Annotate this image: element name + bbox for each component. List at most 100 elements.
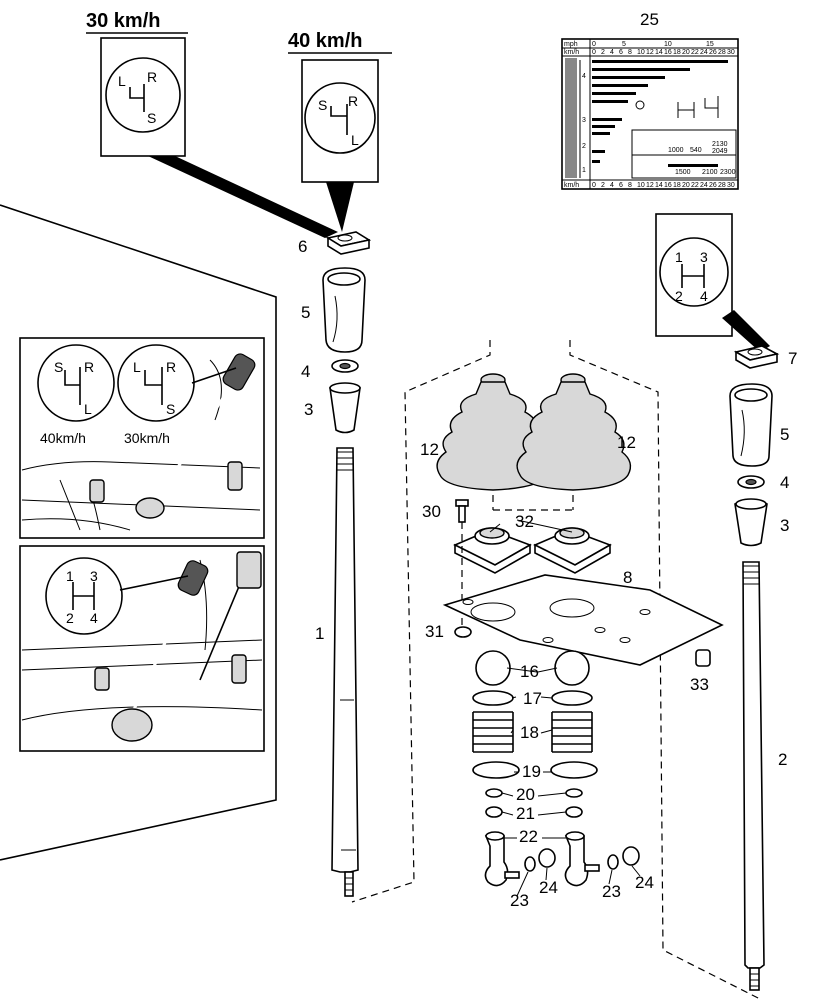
part-label-18: 18: [520, 723, 539, 742]
bolt-30: [455, 499, 469, 523]
pattern-30-S: S: [147, 110, 156, 126]
decal-scale-tick: 14: [655, 49, 663, 56]
decal-scale-tick: km/h: [564, 182, 579, 189]
decal-scale-tick: 20: [682, 49, 690, 56]
decal-scale-tick: 18: [673, 182, 681, 189]
decal-text: 2130: [712, 141, 728, 148]
ball-right: [554, 650, 590, 686]
part-label-16: 16: [520, 662, 539, 681]
part-label-19: 19: [522, 762, 541, 781]
washer-19-left: [472, 761, 520, 779]
decal-text: 0: [592, 41, 596, 48]
pointer-range-card: [722, 310, 770, 352]
part-label-12-right: 12: [617, 433, 636, 452]
part-label-17: 17: [523, 689, 542, 708]
decal-scale-tick: 30: [727, 182, 735, 189]
decal-scale-tick: 6: [619, 49, 623, 56]
inset-frame: [0, 204, 277, 861]
decal-scale-tick: 24: [700, 182, 708, 189]
decal-text: 1500: [675, 169, 691, 176]
part-label-22: 22: [519, 827, 538, 846]
pattern-40-R: R: [348, 93, 358, 109]
decal-text: 10: [664, 41, 672, 48]
decal-scale-tick: 12: [646, 182, 654, 189]
decal-text: 540: [690, 147, 702, 154]
part-label-24-left: 24: [539, 878, 558, 897]
decal-scale-tick: 0: [592, 182, 596, 189]
rubber-boot-right: [516, 373, 632, 491]
inset-top-R1: R: [84, 359, 94, 375]
part-label-7: 7: [788, 349, 797, 368]
decal-scale-tick: 22: [691, 182, 699, 189]
part-label-12-left: 12: [420, 440, 439, 459]
speed-30-heading: 30 km/h: [86, 10, 160, 32]
range-4: 4: [700, 288, 708, 304]
decal-text: 3: [582, 117, 586, 124]
part-label-4-left: 4: [301, 362, 310, 381]
decal-scale-tick: 10: [637, 182, 645, 189]
washer-19-right: [550, 761, 598, 779]
part-label-33: 33: [690, 675, 709, 694]
inset-photo-top: S R L L R S 40km/h 30km/h: [19, 337, 265, 539]
range-1: 1: [675, 249, 683, 265]
decal-scale-tick: 20: [682, 182, 690, 189]
part-label-5-left: 5: [301, 303, 310, 322]
decal-scale-tick: 8: [628, 49, 632, 56]
inset-top-S2: S: [166, 401, 175, 417]
flange-right: [533, 527, 612, 574]
speed-40-heading: 40 km/h: [288, 30, 362, 52]
decal-text: 15: [706, 41, 714, 48]
inset-photo-bottom: 1 3 2 4: [19, 545, 265, 752]
decal-scale-tick: 28: [718, 49, 726, 56]
decal-text: 2100: [702, 169, 718, 176]
range-2: 2: [675, 288, 683, 304]
shift-card-40kmh: S R L: [301, 59, 379, 183]
decal-text: 4: [582, 73, 586, 80]
decal-text: 2300: [720, 169, 736, 176]
inset-bottom-3: 3: [90, 568, 98, 584]
decal-text: 2: [582, 143, 586, 150]
part-label-24-right: 24: [635, 873, 654, 892]
decal-scale-tick: 10: [637, 49, 645, 56]
inset-bottom-1: 1: [66, 568, 74, 584]
decal-scale-tick: 24: [700, 49, 708, 56]
decal-scale-tick: 0: [592, 49, 596, 56]
left-lever-assembly: [322, 231, 372, 897]
inset-top-L2: L: [133, 359, 141, 375]
pattern-30-L: L: [118, 73, 126, 89]
decal-text: 2049: [712, 148, 728, 155]
part-labels: 25 6 5 4 3 1 7 5 4 3 2 12 12 30 32 8 31 …: [298, 10, 797, 910]
inset-caption-30: 30km/h: [124, 430, 170, 446]
part-label-3-left: 3: [304, 400, 313, 419]
inset-top-L1: L: [84, 401, 92, 417]
inset-top-S: S: [54, 359, 63, 375]
inset-top-R2: R: [166, 359, 176, 375]
pattern-30-R: R: [147, 69, 157, 85]
spacer-33: [695, 649, 711, 667]
shift-card-range: 1 3 2 4: [655, 213, 733, 337]
part-label-8: 8: [623, 568, 632, 587]
decal-scale-tick: 8: [628, 182, 632, 189]
decal-scale-tick: 4: [610, 182, 614, 189]
part-label-25: 25: [640, 10, 659, 29]
decal-scale-tick: 28: [718, 182, 726, 189]
inset-caption-40: 40km/h: [40, 430, 86, 446]
decal-scale-tick: 2: [601, 49, 605, 56]
decal-scale-tick: 30: [727, 49, 735, 56]
range-3: 3: [700, 249, 708, 265]
decal-scale-tick: 22: [691, 49, 699, 56]
decal-scale-tick: 26: [709, 182, 717, 189]
decal-scale-tick: 18: [673, 49, 681, 56]
decal-scale-tick: 2: [601, 182, 605, 189]
part-label-6: 6: [298, 237, 307, 256]
decal-text: 5: [622, 41, 626, 48]
part-label-23-left: 23: [510, 891, 529, 910]
decal-scale-tick: 4: [610, 49, 614, 56]
ring-17-right: [551, 690, 593, 706]
inset-bottom-2: 2: [66, 610, 74, 626]
decal-text: 1000: [668, 147, 684, 154]
right-lever-assembly: [729, 345, 780, 991]
part-label-31: 31: [425, 622, 444, 641]
flange-left: [453, 527, 532, 574]
